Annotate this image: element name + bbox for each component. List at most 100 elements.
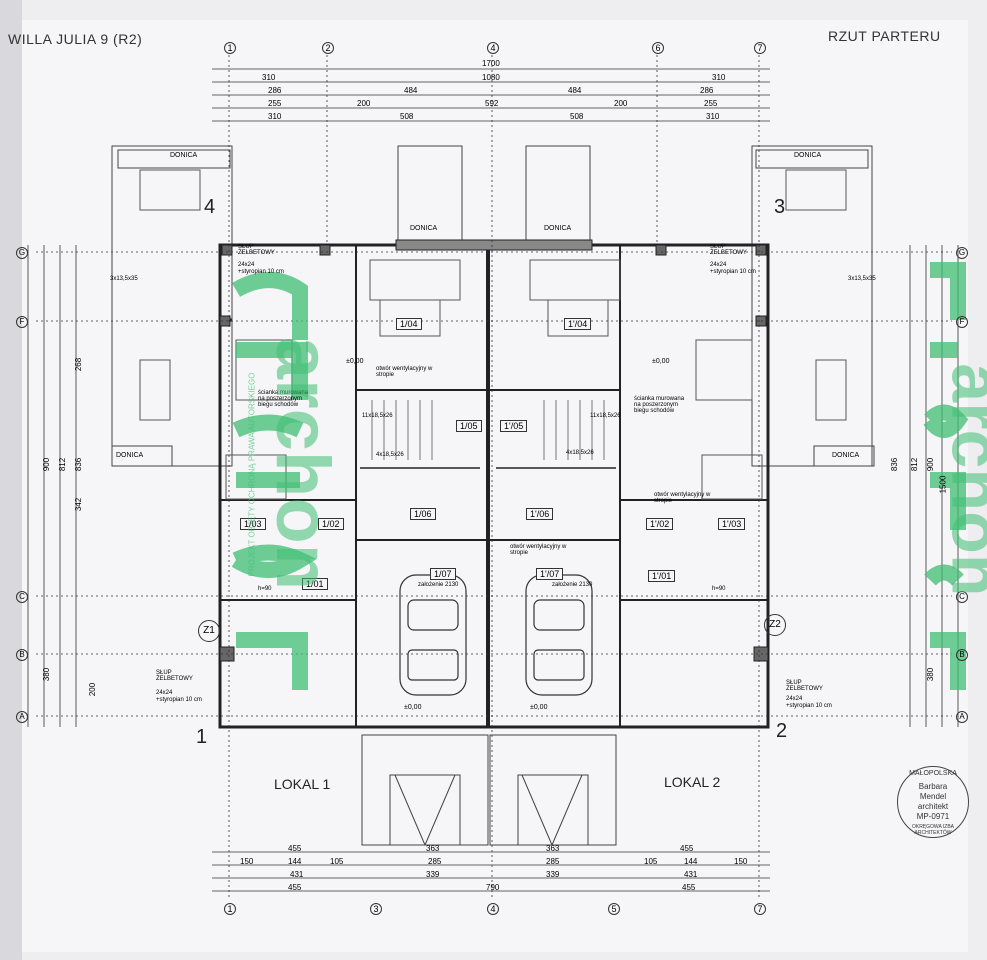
- dim-bottom-431-left: 431: [290, 870, 304, 879]
- dim-top-310b-right: 310: [706, 112, 720, 121]
- dim-top-255-right: 255: [704, 99, 718, 108]
- level-mark-3: ±0,00: [404, 704, 422, 711]
- stairs2-label-left: 4x18,5x26: [376, 452, 404, 458]
- axis-left-C: C: [16, 591, 28, 603]
- project-title: WILLA JULIA 9 (R2): [8, 31, 143, 47]
- column-size-left: 24x24: [238, 262, 255, 268]
- zone-4-label: 4: [204, 196, 216, 218]
- dim-bottom-150-left: 150: [240, 857, 254, 866]
- level-mark-1: ±0,00: [346, 358, 364, 365]
- sheet-title: RZUT PARTERU: [828, 28, 941, 44]
- dim-top-310-right: 310: [712, 73, 726, 82]
- level-mark-2: ±0,00: [652, 358, 670, 365]
- wall-note-right: ścianka murowana na poszerzonym biegu sc…: [634, 396, 685, 414]
- dim-top-200-left: 200: [357, 99, 371, 108]
- axis-bottom-5: 5: [608, 903, 620, 915]
- dim-left-900: 900: [42, 457, 52, 472]
- room-label-1p-07: 1'/07: [536, 568, 564, 580]
- dim-bottom-363-right: 363: [546, 844, 560, 853]
- axis-top-7: 7: [754, 42, 766, 54]
- dim-top-1080: 1080: [482, 73, 500, 82]
- dim-bottom-431-right: 431: [684, 870, 698, 879]
- dim-top-484-right: 484: [568, 86, 582, 95]
- dim-bottom-363-left: 363: [426, 844, 440, 853]
- column-size-z2: 24x24: [786, 696, 803, 702]
- dim-bottom-285-right: 285: [546, 857, 560, 866]
- stamp-name2: Mendel: [919, 792, 947, 801]
- ventilation-note-left: otwór wentylacyjny w stropie: [376, 366, 433, 378]
- dim-left-380: 380: [42, 667, 52, 682]
- axis-top-1: 1: [224, 42, 236, 54]
- dim-bottom-339-left: 339: [426, 870, 440, 879]
- column-size-right: 24x24: [710, 262, 727, 268]
- dim-top-286-right: 286: [700, 86, 714, 95]
- dim-right-380: 380: [926, 667, 936, 682]
- ext-steps-right: 3x13,5x35: [848, 276, 876, 282]
- dim-right-900: 900: [926, 457, 936, 472]
- room-label-1p-02: 1'/02: [646, 518, 674, 530]
- zone-1-label: 1: [196, 726, 208, 748]
- axis-right-B: B: [956, 649, 968, 661]
- column-insulation-right: +styropian 10 cm: [710, 269, 756, 275]
- garage-note-left: założenie 2130: [418, 582, 459, 588]
- dim-left-200: 200: [88, 682, 98, 697]
- dim-top-200-right: 200: [614, 99, 628, 108]
- dim-top-286-left: 286: [268, 86, 282, 95]
- room-label-1p-05: 1'/05: [500, 420, 528, 432]
- axis-bottom-7: 7: [754, 903, 766, 915]
- z2-marker: Z2: [764, 614, 786, 636]
- axis-right-F: F: [956, 316, 968, 328]
- room-label-1-05: 1/05: [456, 420, 482, 432]
- unit-label-right: LOKAL 2: [664, 774, 721, 790]
- column-size-z1: 24x24: [156, 690, 173, 696]
- column-insulation-left: +styropian 10 cm: [238, 269, 284, 275]
- donica-label-tr: DONICA: [794, 152, 822, 159]
- axis-right-A: A: [956, 711, 968, 723]
- room-label-1-03: 1/03: [240, 518, 266, 530]
- column-insulation-z2: +styropian 10 cm: [786, 703, 832, 709]
- dim-bottom-144-left: 144: [288, 857, 302, 866]
- dim-bottom-105-left: 105: [330, 857, 344, 866]
- axis-right-C: C: [956, 591, 968, 603]
- dim-left-342: 342: [74, 497, 84, 512]
- dim-left-836: 836: [74, 457, 84, 472]
- column-label-z2: SŁUP ŻELBETOWY: [786, 680, 823, 692]
- height-note-right: h=90: [712, 586, 726, 592]
- dim-bottom-455b-right: 455: [682, 883, 696, 892]
- stamp-region: MAŁOPOLSKA: [909, 770, 957, 777]
- wall-note-left: ścianka murowana na poszerzonym biegu sc…: [258, 390, 309, 408]
- stamp-name1: Barbara: [918, 782, 948, 791]
- zone-3-label: 3: [774, 196, 786, 218]
- room-label-1-06: 1/06: [410, 508, 436, 520]
- dim-overall-top: 1700: [482, 59, 500, 68]
- donica-label-cr: DONICA: [544, 225, 572, 232]
- room-label-1p-01: 1'/01: [648, 570, 676, 582]
- axis-top-4: 4: [487, 42, 499, 54]
- room-label-1-01: 1/01: [302, 578, 328, 590]
- stairs-label-right: 11x18,5x26: [590, 413, 621, 419]
- axis-bottom-1: 1: [224, 903, 236, 915]
- axis-bottom-4: 4: [487, 903, 499, 915]
- axis-left-A: A: [16, 711, 28, 723]
- dim-top-508-left: 508: [400, 112, 414, 121]
- z1-marker: Z1: [198, 620, 220, 642]
- dim-bottom-144-right: 144: [684, 857, 698, 866]
- dim-bottom-339-right: 339: [546, 870, 560, 879]
- axis-left-F: F: [16, 316, 28, 328]
- ventilation-note-right: otwór wentylacyjny w stropie: [654, 492, 711, 504]
- dim-top-310-left: 310: [262, 73, 276, 82]
- column-label-right: SŁUP ŻELBETOWY: [710, 244, 747, 256]
- room-label-1-07: 1/07: [430, 568, 456, 580]
- dim-bottom-455-left: 455: [288, 844, 302, 853]
- level-mark-4: ±0,00: [530, 704, 548, 711]
- column-insulation-z1: +styropian 10 cm: [156, 697, 202, 703]
- architect-stamp: MAŁOPOLSKA Barbara Mendel architekt MP-0…: [897, 766, 969, 838]
- donica-label-cl: DONICA: [410, 225, 438, 232]
- dim-top-508-right: 508: [570, 112, 584, 121]
- stamp-chamber: OKRĘGOWA IZBA ARCHITEKTÓW: [911, 824, 955, 836]
- room-label-1p-04: 1'/04: [564, 318, 592, 330]
- axis-left-B: B: [16, 649, 28, 661]
- stamp-title: architekt: [917, 802, 949, 811]
- watermark-brand-right: archon: [937, 363, 987, 597]
